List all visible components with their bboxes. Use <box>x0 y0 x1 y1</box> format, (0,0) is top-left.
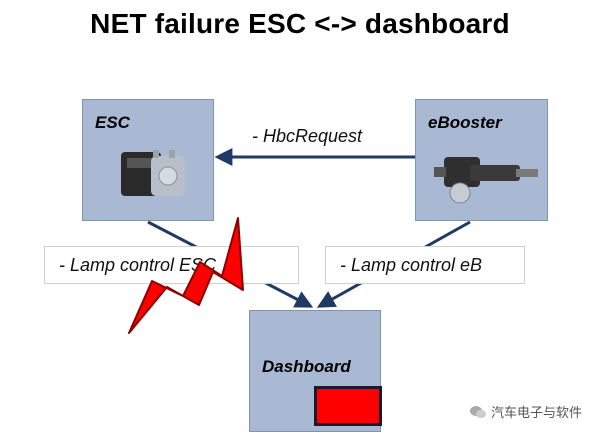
dashboard-label: Dashboard <box>262 357 351 376</box>
lamp-control-esc-label: - Lamp control ESC <box>44 246 299 284</box>
dashboard-box: Dashboard <box>249 310 382 432</box>
wechat-icon <box>469 405 486 418</box>
ebooster-label: eBooster <box>428 113 502 132</box>
watermark-text: 汽车电子与软件 <box>490 405 582 420</box>
watermark: 汽车电子与软件 <box>469 402 582 421</box>
esc-box: ESC <box>82 99 214 221</box>
esc-label: ESC <box>95 113 130 132</box>
hbc-request-label: - HbcRequest <box>252 126 363 146</box>
esc-module-icon <box>121 150 185 196</box>
ebooster-box: eBooster <box>415 99 548 221</box>
ebooster-device-icon <box>434 157 538 204</box>
page-title: NET failure ESC <-> dashboard <box>90 8 510 39</box>
lamp-control-eb-label: - Lamp control eB <box>325 246 525 284</box>
warning-lamp <box>314 386 382 426</box>
